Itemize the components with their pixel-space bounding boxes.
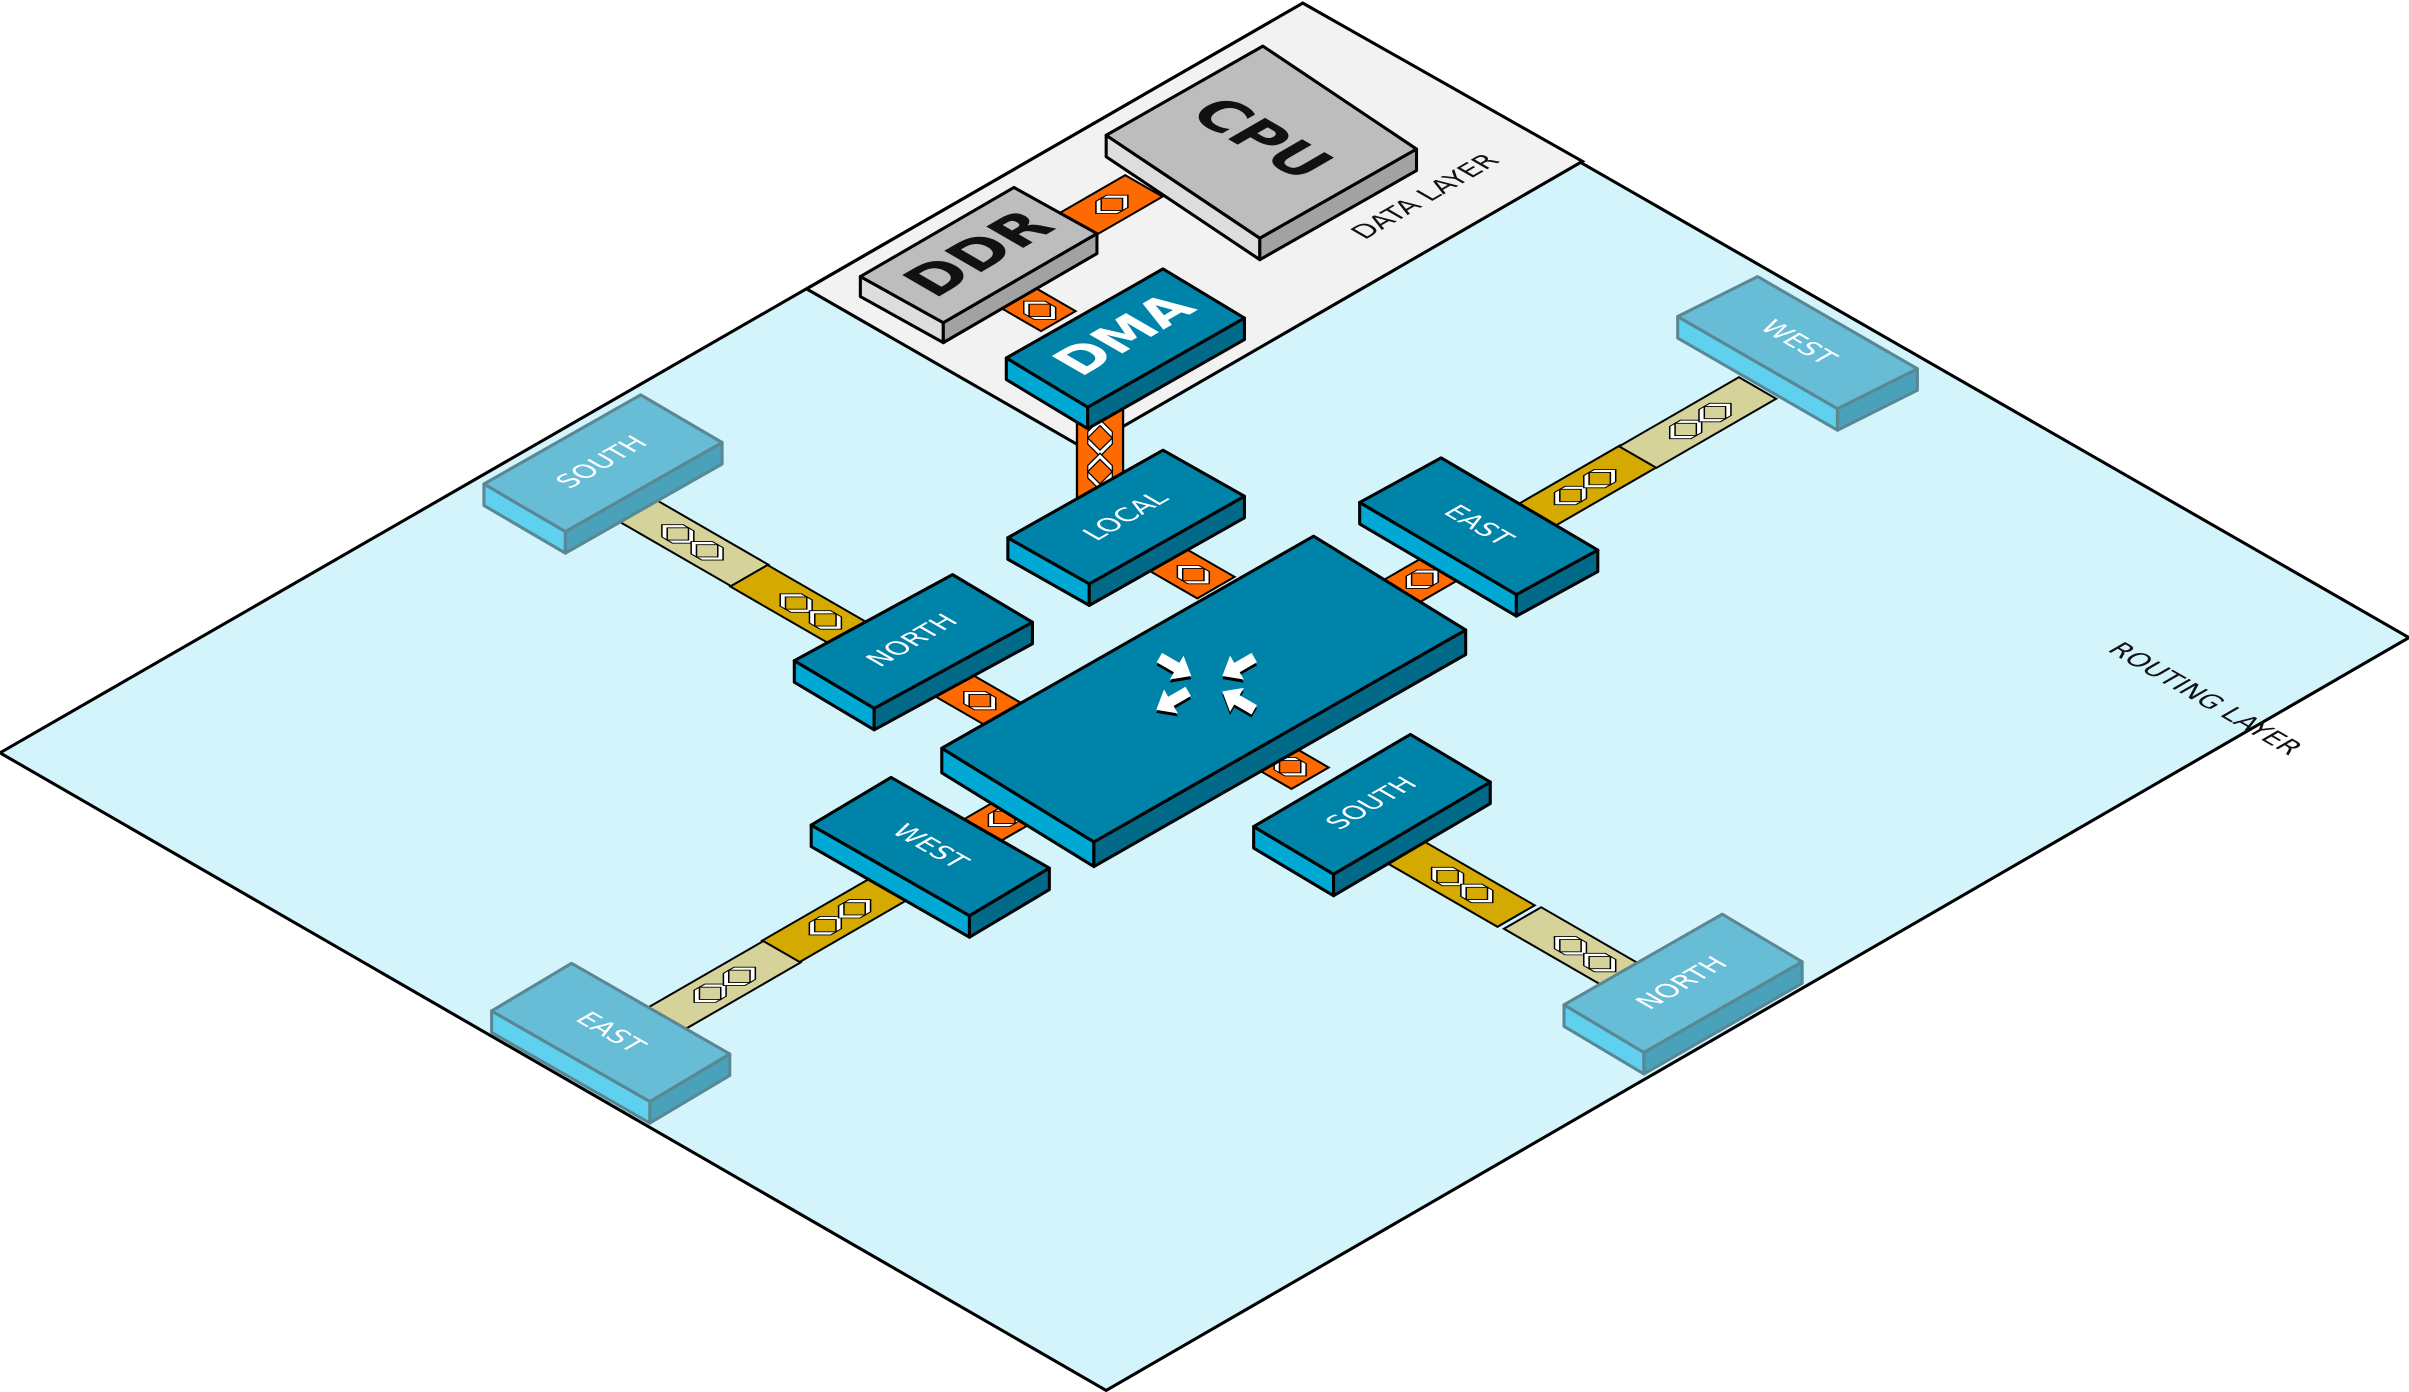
link-west-east-near	[760, 874, 915, 964]
link-south-north-near	[1382, 838, 1537, 928]
north-port	[792, 573, 1034, 732]
west-neighbor	[1676, 275, 1919, 432]
dma-node-top-face	[1004, 267, 1246, 409]
local-port-top-face	[1006, 448, 1246, 586]
chevron-right-icon	[694, 543, 724, 561]
east-port-top-face	[1358, 456, 1600, 597]
east-port	[1358, 456, 1600, 618]
chevron-right-icon	[1587, 955, 1617, 973]
chevron-right-icon	[726, 966, 757, 984]
north-port-top-face	[792, 573, 1034, 710]
router-arrow-icon	[1156, 652, 1192, 680]
chevron-right-icon	[1409, 569, 1439, 587]
router-arrow-icon	[1156, 686, 1191, 714]
west-neighbor-top-face	[1676, 275, 1919, 411]
west-port-top-face	[809, 775, 1051, 918]
chevron-right-icon	[842, 899, 872, 916]
chevron-right-icon	[812, 612, 843, 630]
chevron-right-icon	[1277, 759, 1307, 777]
router-core-top-face	[940, 534, 1468, 844]
router-arrow-icon	[1222, 652, 1257, 680]
nodes	[482, 44, 1919, 1125]
ddr-node-top-face	[858, 185, 1099, 325]
chevron-right-icon	[1702, 402, 1732, 420]
cpu-node-top-face	[1104, 44, 1419, 240]
south-port	[1252, 732, 1492, 898]
north-neighbor	[1562, 912, 1804, 1076]
dma-node	[1004, 267, 1246, 431]
chevron-right-icon	[1180, 567, 1211, 585]
chevron-right-icon	[1099, 194, 1129, 212]
south-port-top-face	[1252, 732, 1492, 876]
router-arrow-icon	[1222, 687, 1257, 715]
link-east-west-far	[1617, 376, 1779, 470]
south-neighbor	[482, 393, 724, 555]
south-neighbor-top-face	[482, 393, 724, 534]
chevron-right-icon	[1027, 303, 1057, 321]
chevron-right-icon	[1464, 886, 1494, 904]
local-port	[1006, 448, 1246, 607]
link-cpu-ddr	[1054, 174, 1165, 238]
east-neighbor-top-face	[490, 961, 732, 1104]
router-core	[940, 534, 1468, 869]
chevron-right-icon	[967, 693, 997, 711]
east-neighbor	[490, 961, 732, 1125]
data-layer-plane	[803, 1, 1586, 451]
west-port	[809, 775, 1051, 939]
ddr-node	[858, 185, 1099, 345]
north-neighbor-top-face	[1562, 912, 1804, 1054]
chevron-right-icon	[1587, 468, 1617, 486]
router-icon-group	[1156, 652, 1257, 718]
cpu-node	[1104, 44, 1419, 262]
